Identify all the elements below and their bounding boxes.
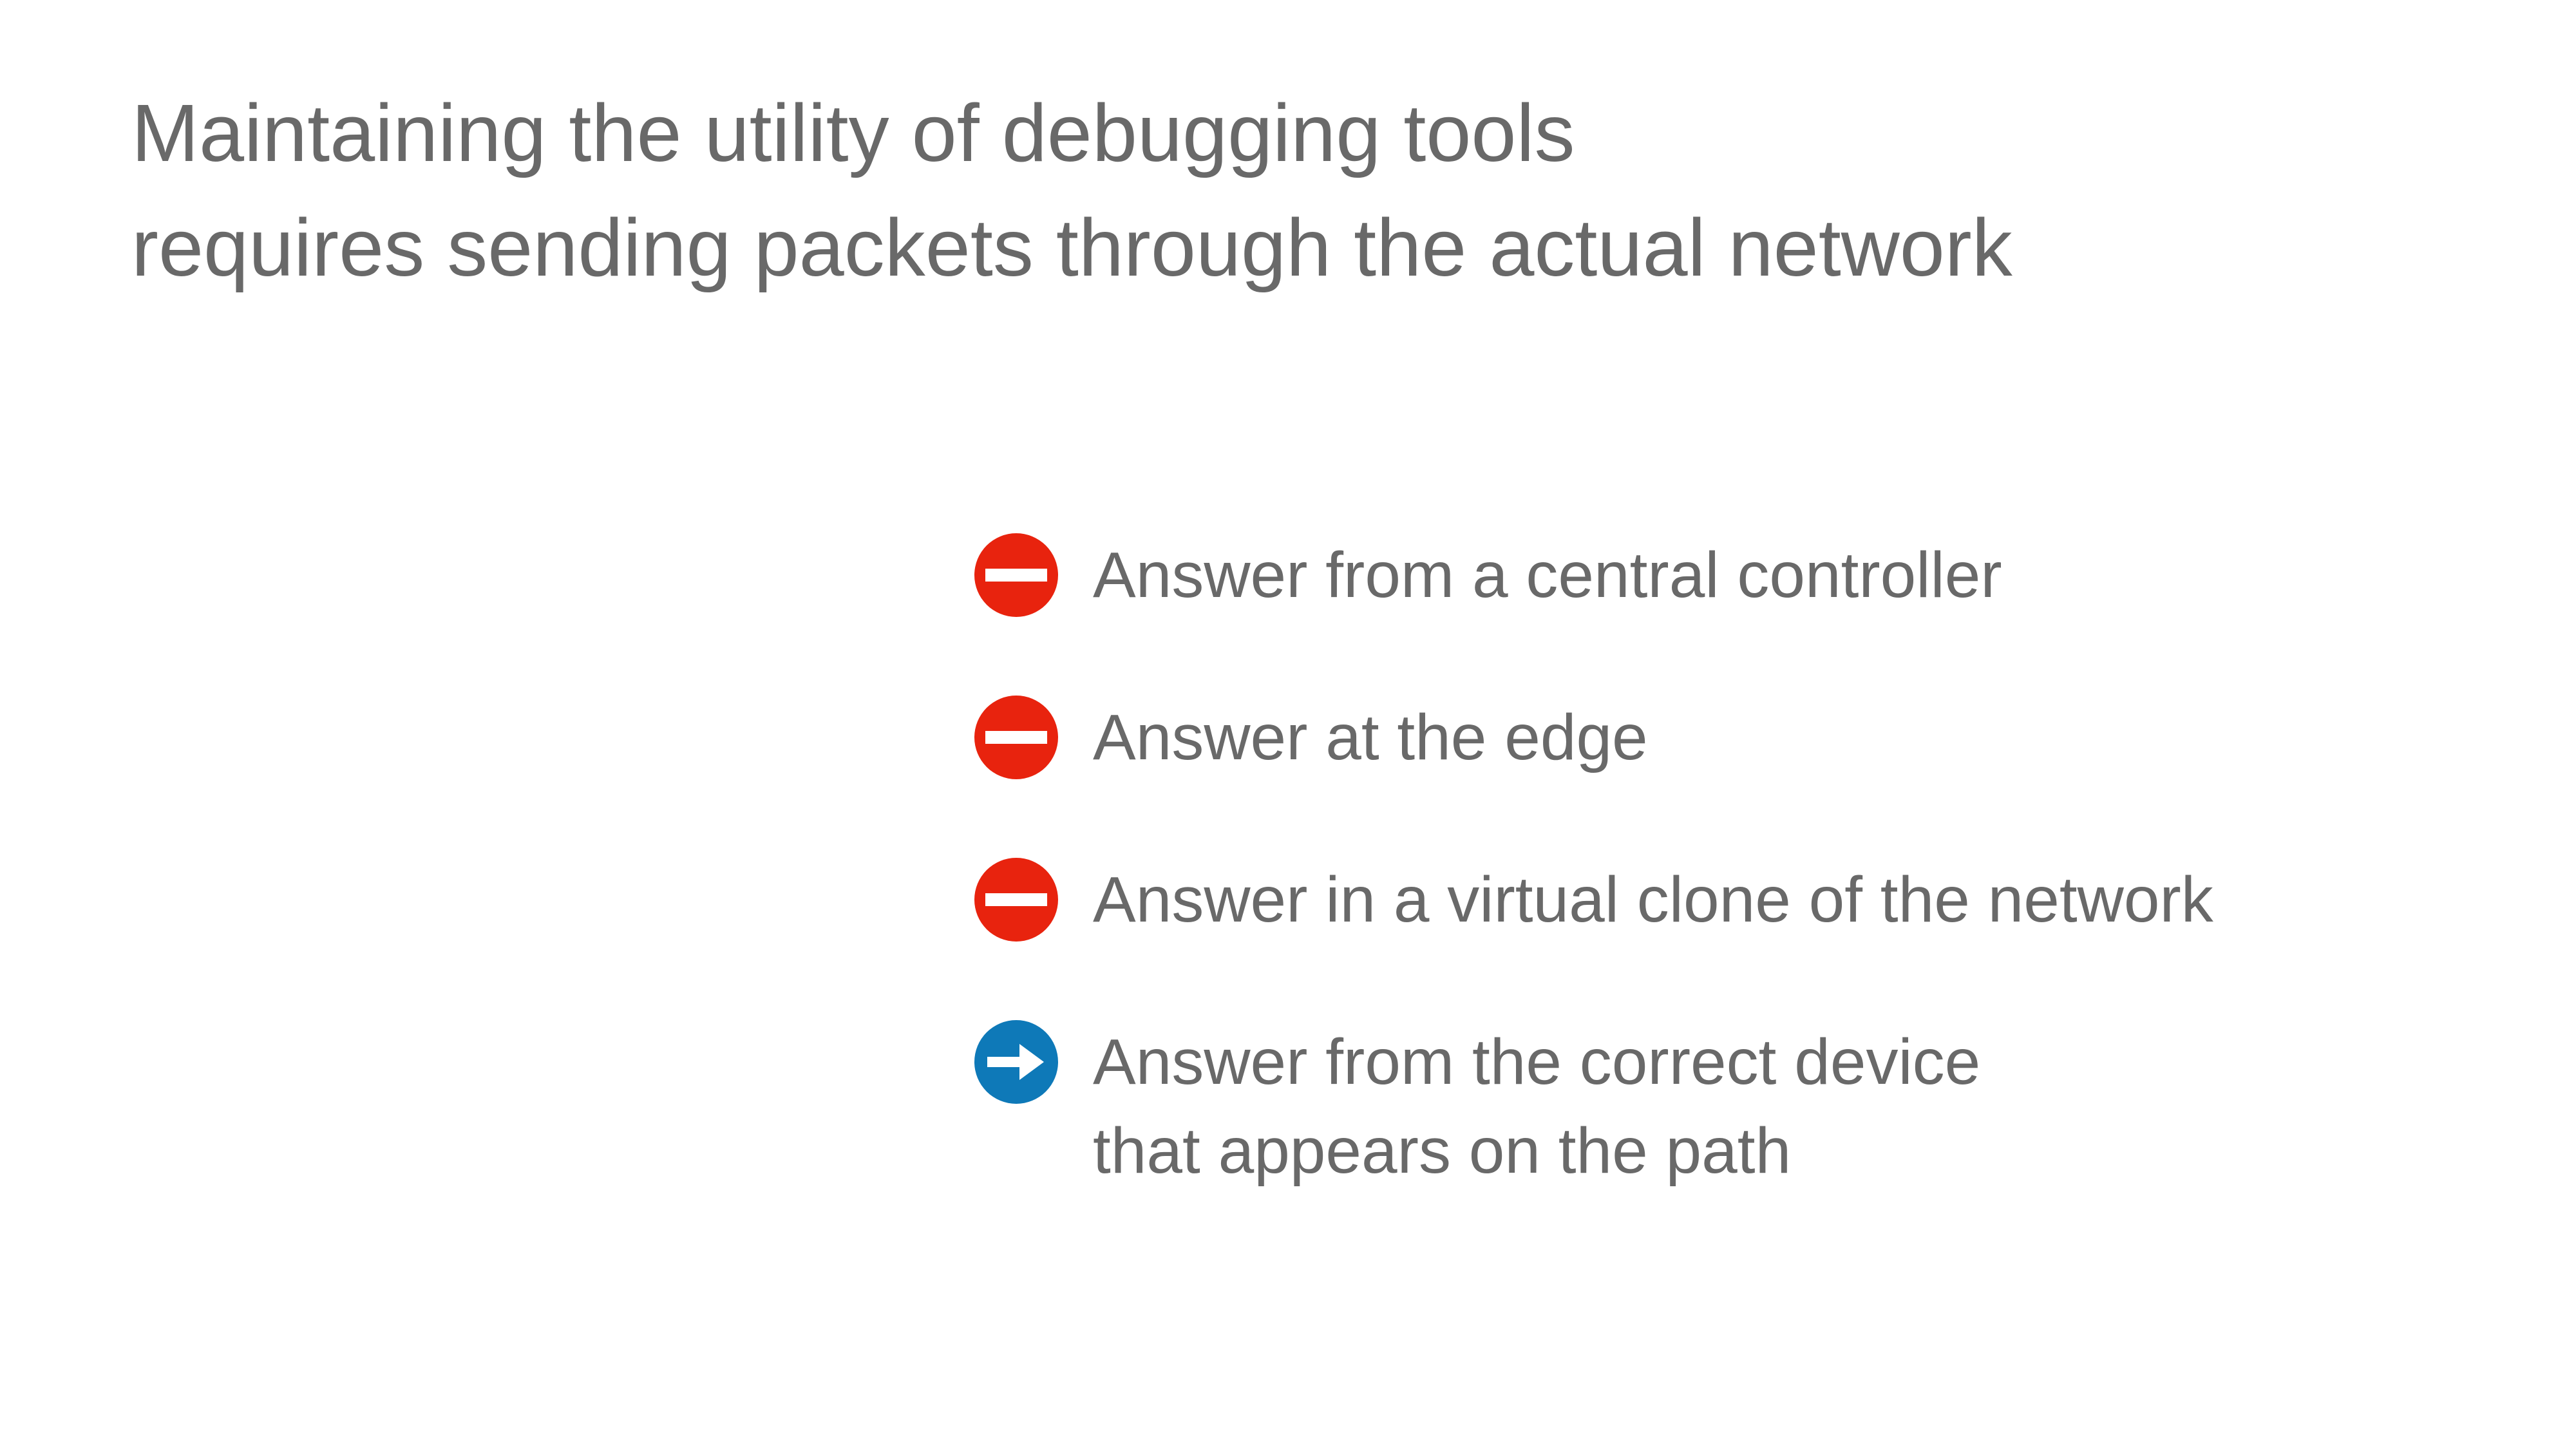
list-item-label: Answer from a central controller [1093,539,2002,611]
list-item: Answer from a central controller [974,533,2002,620]
arrow-right-icon [974,1020,1058,1104]
slide-title: Maintaining the utility of debugging too… [131,76,2012,305]
list-item: Answer at the edge [974,696,1648,782]
list-item-label: Answer at the edge [1093,701,1648,773]
no-entry-icon [974,533,1058,617]
list-item: Answer in a virtual clone of the network [974,858,2213,944]
no-entry-bar [985,569,1047,582]
no-entry-icon [974,858,1058,942]
no-entry-bar [985,893,1047,906]
no-entry-bar [985,731,1047,744]
no-entry-icon [974,696,1058,779]
slide-title-line-1: Maintaining the utility of debugging too… [131,88,1575,178]
list-item-label: Answer from the correct device that appe… [1093,1026,1981,1187]
arrow-right-glyph [987,1044,1044,1080]
list-item: Answer from the correct device that appe… [974,1020,1980,1195]
slide-title-line-2: requires sending packets through the act… [131,202,2012,293]
list-item-label: Answer in a virtual clone of the network [1093,864,2213,936]
